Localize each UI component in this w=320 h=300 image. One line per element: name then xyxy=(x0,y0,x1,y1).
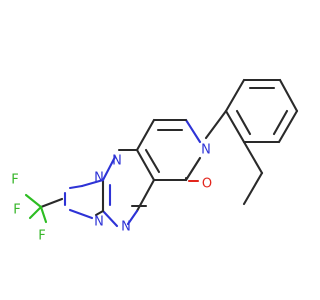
bond xyxy=(242,140,264,175)
bond xyxy=(28,205,43,220)
bond xyxy=(272,109,289,136)
atom-n-triazole-2: N xyxy=(94,171,104,186)
bond xyxy=(184,118,202,144)
bond xyxy=(278,78,299,113)
bond xyxy=(277,109,299,144)
bond xyxy=(144,148,161,174)
atom-f-3: F xyxy=(38,229,45,244)
bond xyxy=(126,209,139,226)
atom-o-carbonyl: O xyxy=(202,177,212,192)
bond xyxy=(24,193,43,209)
atom-f-2: F xyxy=(13,203,20,218)
bond xyxy=(224,78,246,113)
atom-n-pyrimidine: N xyxy=(121,220,131,235)
bond xyxy=(80,178,105,188)
atom-n-triazole-3: N xyxy=(94,215,104,230)
bond xyxy=(184,156,202,182)
atom-n-pyridone: N xyxy=(201,143,211,158)
bond xyxy=(94,209,105,217)
bond xyxy=(39,205,48,224)
bond xyxy=(101,155,117,182)
bond xyxy=(204,109,228,140)
bond xyxy=(135,118,156,152)
atom-label-layer: N O N N N N F F F xyxy=(11,143,212,244)
bond xyxy=(242,171,264,206)
bond xyxy=(135,148,156,182)
atom-n-triazole-1: N xyxy=(112,154,122,169)
molecule-structure-diagram: N O N N N N F F F xyxy=(11,78,299,244)
bond xyxy=(224,109,246,144)
atom-f-1: F xyxy=(11,173,18,188)
bond xyxy=(101,209,119,228)
bond xyxy=(68,208,94,220)
bond xyxy=(39,197,64,209)
bond xyxy=(68,184,84,190)
bond-layer xyxy=(24,78,299,228)
bond xyxy=(235,109,252,136)
